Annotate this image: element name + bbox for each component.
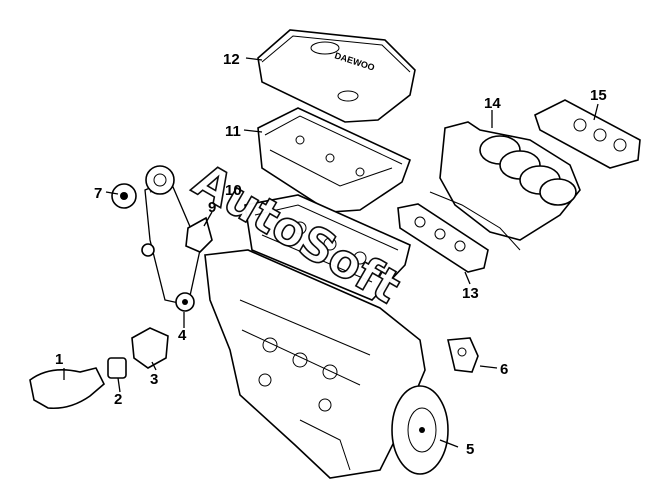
manifold-gasket xyxy=(534,99,641,169)
callout-2: 2 xyxy=(114,391,122,408)
cylinder-head xyxy=(244,194,411,301)
cam-pulley xyxy=(145,165,175,195)
callout-9: 9 xyxy=(208,199,216,216)
idler-4 xyxy=(175,292,195,312)
callout-12: 12 xyxy=(223,51,240,68)
small-pulley xyxy=(141,243,155,257)
engine-top-cover: DAEWOO xyxy=(257,29,416,123)
callout-6: 6 xyxy=(500,361,508,378)
coolant-hose xyxy=(29,367,105,410)
thermostat-housing xyxy=(131,327,169,369)
engine-block xyxy=(204,249,426,479)
callout-13: 13 xyxy=(462,285,479,302)
callout-11: 11 xyxy=(225,123,241,140)
callout-4: 4 xyxy=(178,327,187,344)
callout-5: 5 xyxy=(466,441,474,458)
callout-leaders xyxy=(63,57,599,448)
callout-15: 15 xyxy=(590,87,607,104)
callout-labels: 1 2 3 4 5 6 7 9 10 11 12 13 14 15 xyxy=(55,51,607,458)
valve-cover xyxy=(257,107,412,213)
sensor-6 xyxy=(447,337,479,373)
callout-14: 14 xyxy=(484,95,501,112)
intake-manifold xyxy=(429,121,581,251)
exhaust-gasket xyxy=(397,203,489,273)
flywheel xyxy=(391,385,449,475)
callout-1: 1 xyxy=(55,351,63,368)
pulley-7 xyxy=(111,183,137,209)
callout-10: 10 xyxy=(225,182,242,199)
fitting-2 xyxy=(107,357,127,379)
tensioner-9 xyxy=(185,216,213,253)
callout-3: 3 xyxy=(150,371,158,388)
callout-7: 7 xyxy=(94,185,102,202)
